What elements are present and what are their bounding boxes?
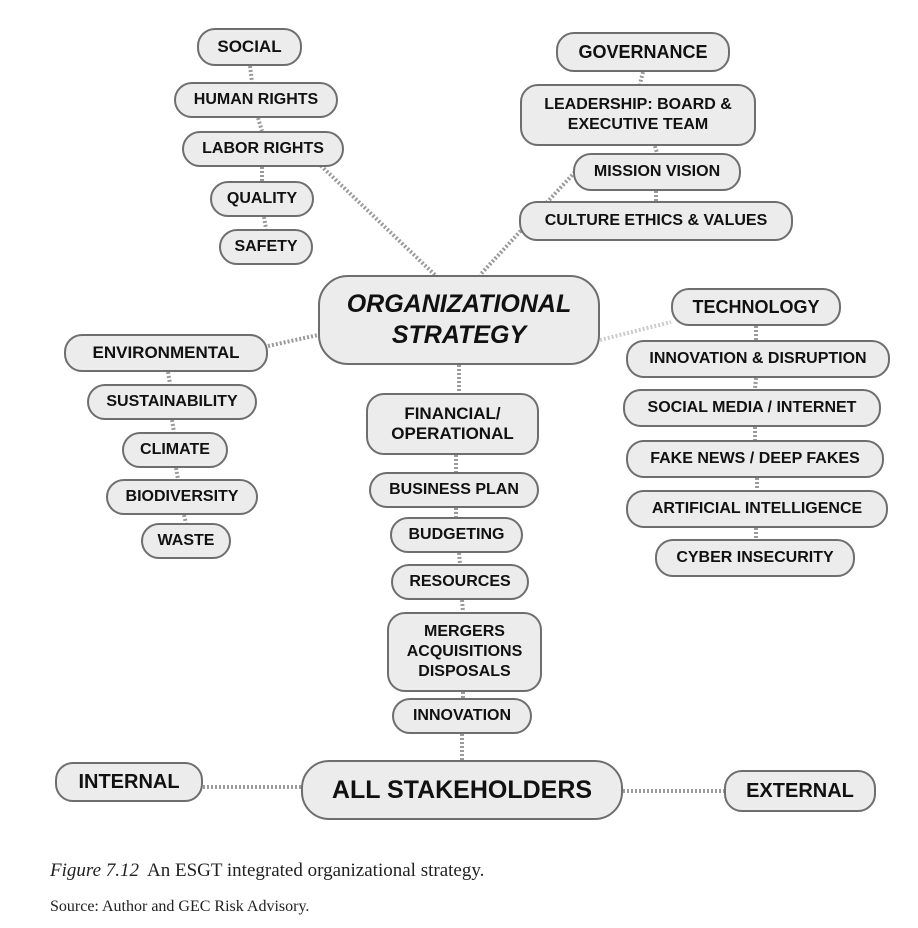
sustainability-node: SUSTAINABILITY [87,384,257,420]
figure-label: Figure 7.12 [50,860,140,881]
technology-node: TECHNOLOGY [671,288,841,326]
innovation-disruption-node: INNOVATION & DISRUPTION [626,340,890,378]
innovation-node: INNOVATION [392,698,532,734]
waste-node: WASTE [141,523,231,559]
figure-source: Source: Author and GEC Risk Advisory. [50,898,310,915]
environmental-node: ENVIRONMENTAL [64,334,268,372]
safety-node: SAFETY [219,229,313,265]
labor-rights-node: LABOR RIGHTS [182,131,344,167]
human-rights-node: HUMAN RIGHTS [174,82,338,118]
internal-node: INTERNAL [55,762,203,802]
leadership-node: LEADERSHIP: BOARD & EXECUTIVE TEAM [520,84,756,146]
artificial-intelligence-node: ARTIFICIAL INTELLIGENCE [626,490,888,528]
organizational-strategy-node: ORGANIZATIONAL STRATEGY [318,275,600,365]
governance-node: GOVERNANCE [556,32,730,72]
mission-vision-node: MISSION VISION [573,153,741,191]
external-node: EXTERNAL [724,770,876,812]
budgeting-node: BUDGETING [390,517,523,553]
cyber-insecurity-node: CYBER INSECURITY [655,539,855,577]
biodiversity-node: BIODIVERSITY [106,479,258,515]
resources-node: RESOURCES [391,564,529,600]
financial-operational-node: FINANCIAL/ OPERATIONAL [366,393,539,455]
culture-ethics-node: CULTURE ETHICS & VALUES [519,201,793,241]
business-plan-node: BUSINESS PLAN [369,472,539,508]
figure-caption-text: An ESGT integrated organizational strate… [147,860,485,881]
mergers-node: MERGERS ACQUISITIONS DISPOSALS [387,612,542,692]
climate-node: CLIMATE [122,432,228,468]
all-stakeholders-node: ALL STAKEHOLDERS [301,760,623,820]
figure-caption: Figure 7.12 An ESGT integrated organizati… [50,860,484,882]
social-node: SOCIAL [197,28,302,66]
quality-node: QUALITY [210,181,314,217]
fake-news-node: FAKE NEWS / DEEP FAKES [626,440,884,478]
social-media-node: SOCIAL MEDIA / INTERNET [623,389,881,427]
